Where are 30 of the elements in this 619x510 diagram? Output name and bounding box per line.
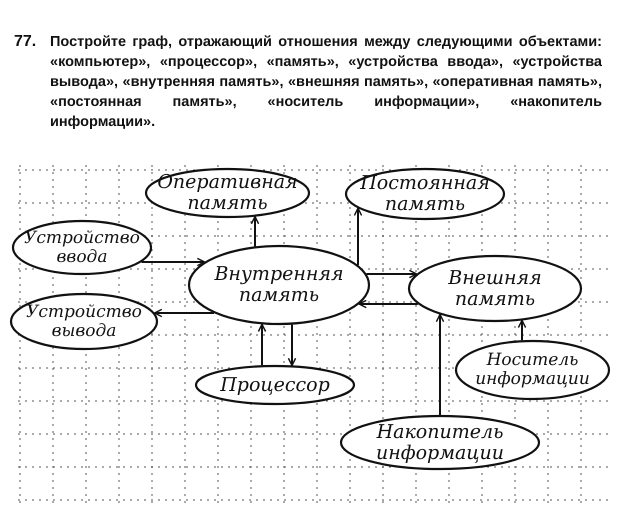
node-label: Процессор bbox=[219, 374, 331, 396]
node-label: Носитель информации bbox=[474, 351, 591, 389]
arrow bbox=[366, 270, 418, 278]
ellipse-node bbox=[188, 245, 370, 325]
arrow bbox=[258, 324, 266, 366]
arrow bbox=[436, 314, 444, 415]
arrow bbox=[518, 320, 526, 340]
node-label: Накопитель информации bbox=[374, 422, 506, 464]
ellipse-node bbox=[195, 365, 355, 405]
task-number: 77. bbox=[14, 32, 36, 52]
node-label: Постоянная память bbox=[359, 173, 491, 215]
ellipse-node bbox=[455, 340, 610, 400]
ellipse-node bbox=[345, 168, 505, 220]
ellipse-node bbox=[408, 255, 582, 322]
node-label: Устройство вывода bbox=[25, 302, 143, 340]
node-label: Внутренняя память bbox=[213, 264, 345, 306]
ellipse-node bbox=[145, 168, 310, 218]
arrow bbox=[358, 300, 418, 308]
ellipse-node bbox=[10, 293, 158, 350]
ellipse-node bbox=[340, 415, 540, 470]
arrow bbox=[250, 216, 260, 246]
arrow bbox=[141, 258, 206, 266]
arrow bbox=[354, 207, 362, 266]
arrow bbox=[154, 308, 214, 318]
node-label: Устройство ввода bbox=[23, 228, 141, 266]
ellipse-node bbox=[12, 220, 152, 275]
node-label: Внешняя память bbox=[447, 268, 543, 310]
task-text: Постройте граф, отражающий отношения между следующими объектами: «компьютер», «процессор», «память», «устройства ввода», «устройства вывода», «внутренняя память», «внешняя память», «оперативная память», «постоянная память», «носитель информации», «накопитель информации». bbox=[50, 33, 602, 132]
node-label: Оперативная память bbox=[156, 172, 299, 214]
arrow bbox=[288, 324, 296, 366]
